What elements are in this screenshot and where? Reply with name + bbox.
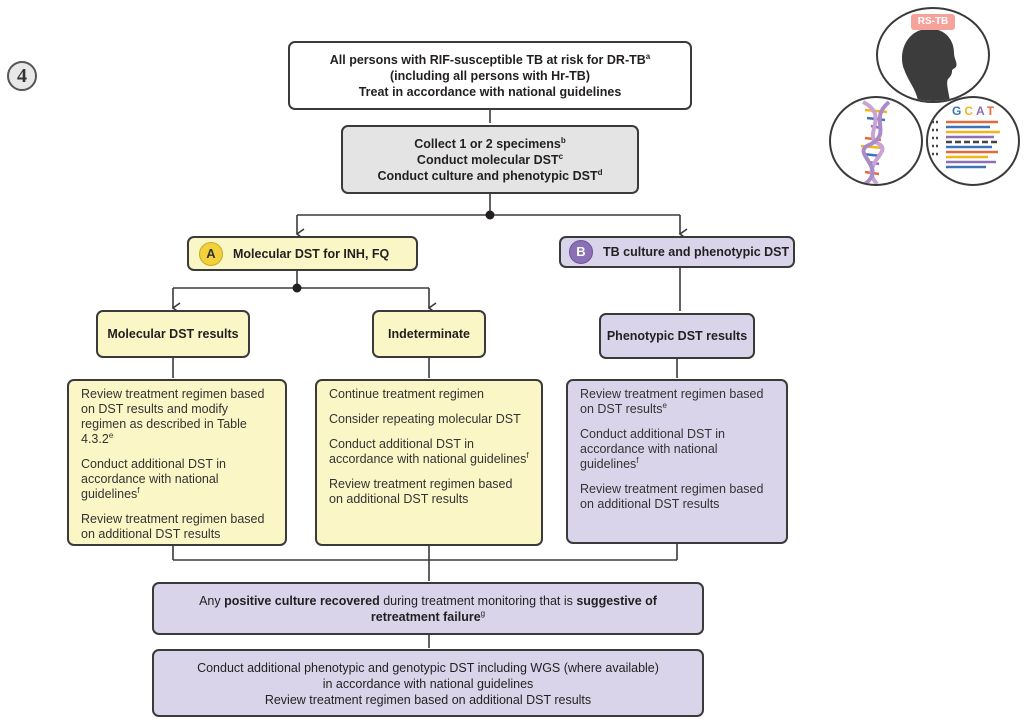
branch-b-culture-dst: B TB culture and phenotypic DST <box>559 236 795 268</box>
gcat-letter-a: A <box>976 104 987 118</box>
gcat-letter-t: T <box>986 104 998 118</box>
phenotypic-results-actions: Review treatment regimen based on DST re… <box>566 379 788 544</box>
branch-b-label: TB culture and phenotypic DST <box>603 245 790 259</box>
treatment-monitoring-box: Any positive culture recovered during tr… <box>152 582 704 635</box>
rs-tb-person-icon: RS-TB <box>876 7 990 103</box>
list-item: Review treatment regimen based on additi… <box>81 512 265 541</box>
molecular-results-header: Molecular DST results <box>96 310 250 358</box>
helix-graphic <box>860 100 891 184</box>
branch-a-label: Molecular DST for INH, FQ <box>233 246 390 261</box>
list-item: Review treatment regimen based on additi… <box>329 477 513 506</box>
step-number-badge: 4 <box>7 61 37 91</box>
list-item: Conduct additional DST in accordance wit… <box>329 437 529 466</box>
branch-a-molecular-dst: A Molecular DST for INH, FQ <box>187 236 418 271</box>
list-item: Conduct additional DST in accordance wit… <box>580 427 725 471</box>
gcat-letter-g: G <box>952 104 965 118</box>
additional-dst-box: Conduct additional phenotypic and genoty… <box>152 649 704 717</box>
list-item: Review treatment regimen based on DST re… <box>81 387 265 446</box>
indeterminate-actions: Continue treatment regimen Consider repe… <box>315 379 543 546</box>
person-silhouette-icon <box>902 28 957 101</box>
branch-a-badge: A <box>199 241 223 266</box>
list-item: Continue treatment regimen <box>329 387 484 401</box>
list-item: Review treatment regimen based on DST re… <box>580 387 764 416</box>
dna-helix-icon <box>829 96 923 186</box>
gcat-sequence-icon: GCAT <box>926 96 1020 186</box>
eligible-population-box: All persons with RIF-susceptible TB at r… <box>288 41 692 110</box>
list-item: Conduct additional DST in accordance wit… <box>81 457 226 501</box>
gcat-letter-c: C <box>964 104 977 118</box>
molecular-results-actions: Review treatment regimen based on DST re… <box>67 379 287 546</box>
branch-b-badge: B <box>569 240 593 264</box>
indeterminate-header: Indeterminate <box>372 310 486 358</box>
list-item: Review treatment regimen based on additi… <box>580 482 764 511</box>
phenotypic-results-header: Phenotypic DST results <box>599 313 755 359</box>
sequence-bars-graphic <box>932 120 1000 169</box>
collect-specimens-box: Collect 1 or 2 specimensb Conduct molecu… <box>341 125 639 194</box>
rs-tb-label: RS-TB <box>911 14 955 30</box>
list-item: Consider repeating molecular DST <box>329 412 521 426</box>
